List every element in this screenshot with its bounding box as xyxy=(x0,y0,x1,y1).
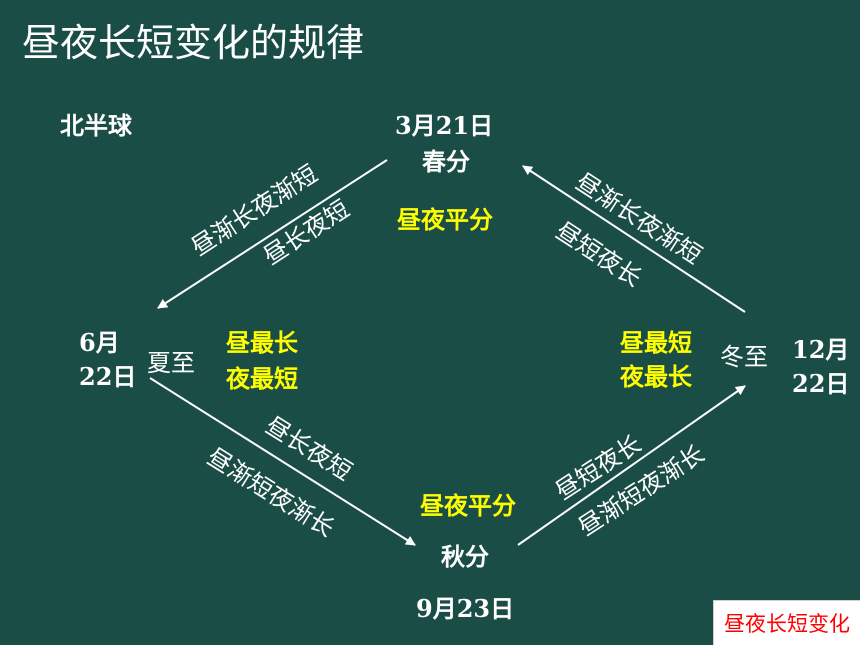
arrow-autumn-to-winter xyxy=(517,385,746,546)
day-night-variation-link[interactable]: 昼夜长短变化 xyxy=(713,600,860,645)
arrow-spring-to-summer xyxy=(157,159,388,309)
winter-solstice-label: 冬至 xyxy=(720,343,768,371)
summer-solstice-day: 22日 xyxy=(79,362,137,391)
autumn-equinox-label: 秋分 xyxy=(441,542,489,571)
spring-condition: 昼夜平分 xyxy=(397,205,493,234)
winter-condition-day: 昼最短 xyxy=(620,328,692,357)
summer-condition-night: 夜最短 xyxy=(226,364,298,393)
summer-solstice-label: 夏至 xyxy=(147,349,195,377)
summer-condition-day: 昼最长 xyxy=(226,328,298,357)
winter-condition-night: 夜最长 xyxy=(620,362,692,391)
winter-solstice-day: 22日 xyxy=(792,369,850,398)
spring-equinox-label: 春分 xyxy=(422,147,470,176)
winter-solstice-month: 12月 xyxy=(792,335,850,364)
spring-equinox-date: 3月21日 xyxy=(395,111,494,140)
autumn-condition: 昼夜平分 xyxy=(420,491,516,520)
autumn-equinox-date: 9月23日 xyxy=(416,594,515,623)
summer-solstice-month: 6月 xyxy=(79,328,120,357)
page-title: 昼夜长短变化的规律 xyxy=(22,21,365,65)
arrow-winter-to-spring xyxy=(522,165,746,313)
hemisphere-label: 北半球 xyxy=(60,111,132,140)
arrow-summer-to-autumn xyxy=(149,377,416,546)
